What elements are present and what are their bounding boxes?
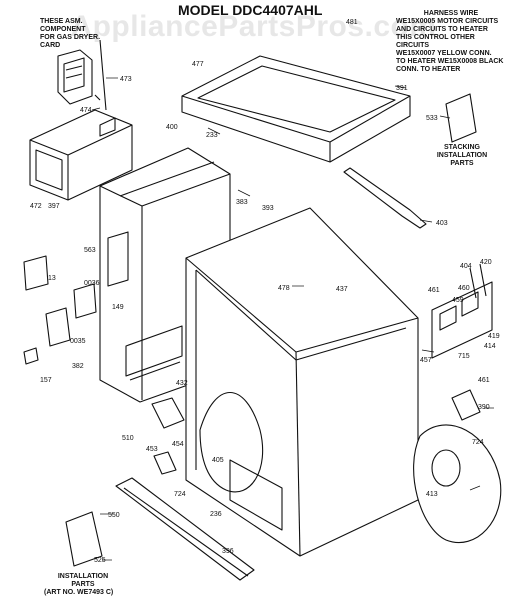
gas-note-line: FOR GAS DRYER. CARD	[40, 34, 101, 49]
callout-label: 396	[222, 548, 234, 555]
harness-heading: HARNESS WIRE	[423, 10, 479, 17]
stacking-caption: STACKING INSTALLATION PARTS	[432, 144, 492, 168]
callout-label: 0035	[70, 338, 86, 345]
stacking-caption-line: INSTALLATION	[436, 152, 488, 159]
callout-label: 383	[236, 199, 248, 206]
harness-line: THIS CONTROL OTHER CIRCUITS	[396, 34, 475, 49]
callout-label: 453	[146, 446, 158, 453]
cabinet	[185, 207, 419, 557]
callout-label: 477	[192, 61, 204, 68]
callout-label: 404	[460, 263, 472, 270]
callout-label: 419	[488, 333, 500, 340]
stacking-caption-line: STACKING	[443, 144, 481, 151]
harness-line: WE15X0005 MOTOR CIRCUITS	[396, 18, 499, 25]
installation-caption-line: PARTS	[71, 581, 95, 588]
callout-label: 233	[206, 132, 218, 139]
callout-label: 432	[176, 380, 188, 387]
callout-label: 236	[210, 511, 222, 518]
component-housing	[29, 109, 133, 201]
callout-label: 533	[426, 115, 438, 122]
callouts: 473 474 472 397 477 481 391 533 400 233 …	[30, 19, 500, 564]
callout-label: 478	[278, 285, 290, 292]
callout-label: 400	[166, 124, 178, 131]
callout-label: 457	[420, 357, 432, 364]
callout-label: 391	[396, 85, 408, 92]
stacking-parts-bag	[445, 93, 477, 143]
harness-line: CONN. TO HEATER	[396, 66, 461, 73]
gas-component-note: THESE ASM. COMPONENT FOR GAS DRYER. CARD	[40, 18, 118, 50]
callout-label: 420	[480, 259, 492, 266]
callout-label: 724	[472, 439, 484, 446]
gas-note-line: THESE ASM. COMPONENT	[40, 18, 86, 33]
callout-label: 413	[426, 491, 438, 498]
kickplate	[115, 477, 255, 581]
callout-label: 0036	[84, 280, 100, 287]
callout-label: 437	[336, 286, 348, 293]
callout-label: 473	[120, 76, 132, 83]
callout-label: 481	[346, 19, 358, 26]
callout-label: 563	[84, 247, 96, 254]
callout-label: 525	[94, 557, 106, 564]
terminal-block	[73, 283, 97, 319]
installation-caption-line: INSTALLATION	[57, 573, 109, 580]
callout-label: 510	[122, 435, 134, 442]
leader-lines	[91, 77, 494, 561]
callout-label: 474	[80, 107, 92, 114]
door-switch	[151, 397, 185, 429]
callout-label: 149	[112, 304, 124, 311]
harness-line: TO HEATER WE15X0008 BLACK	[396, 58, 504, 65]
callout-label: 13	[48, 275, 56, 282]
callout-label: 405	[212, 457, 224, 464]
terminal-block-bracket	[431, 263, 493, 359]
harness-line: WE15X0007 YELLOW CONN.	[396, 50, 492, 57]
art-number: (ART NO. WE7493 C)	[44, 589, 114, 596]
stacking-caption-line: PARTS	[450, 160, 474, 167]
callout-label: 382	[72, 363, 84, 370]
harness-wire-note: HARNESS WIRE WE15X0005 MOTOR CIRCUITS AN…	[396, 10, 506, 74]
top-trim-strip	[343, 167, 427, 229]
rear-bulkhead	[413, 424, 502, 543]
heater-cover	[451, 389, 481, 421]
junction-plate	[45, 307, 71, 347]
diagram-title: MODEL DDC4407AHL	[178, 2, 323, 18]
callout-label: 724	[174, 491, 186, 498]
callout-label: 390	[478, 404, 490, 411]
callout-label: 454	[172, 441, 184, 448]
callout-label: 157	[40, 377, 52, 384]
callout-label: 461	[478, 377, 490, 384]
callout-label: 403	[436, 220, 448, 227]
callout-label: 472	[30, 203, 42, 210]
harness-line: AND CIRCUITS TO HEATER	[396, 26, 488, 33]
top-panel	[181, 55, 411, 163]
installation-parts-bag	[65, 511, 103, 567]
callout-label: 414	[484, 343, 496, 350]
clip-part	[23, 347, 39, 365]
callout-label: 461	[428, 287, 440, 294]
switch-bracket	[153, 451, 177, 475]
callout-label: 459	[452, 297, 464, 304]
callout-label: 393	[262, 205, 274, 212]
callout-label: 550	[108, 512, 120, 519]
callout-label: 715	[458, 353, 470, 360]
rating-plate	[23, 255, 49, 291]
valve-bracket	[57, 39, 107, 111]
callout-label: 460	[458, 285, 470, 292]
callout-label: 397	[48, 203, 60, 210]
installation-caption: INSTALLATION PARTS	[44, 573, 122, 589]
